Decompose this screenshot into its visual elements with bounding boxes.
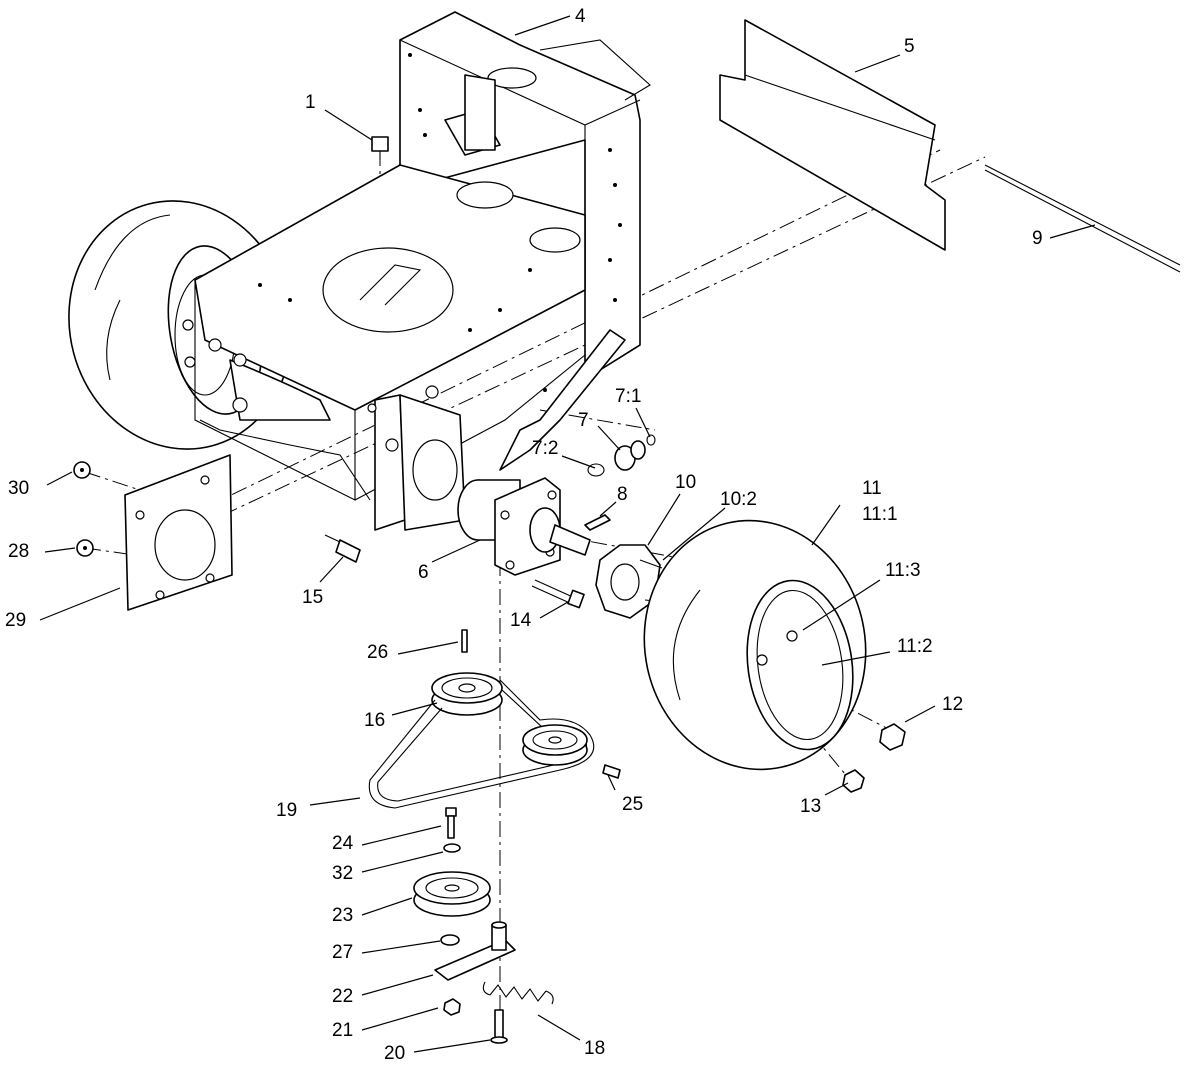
callout-labels: 1 4 5 9 7:1 7 7:2 8 10 10:2 11 11:1 11:3… (5, 6, 1043, 1064)
callout-6: 6 (418, 562, 429, 583)
callout-1: 1 (305, 92, 316, 113)
leader-lines (39, 15, 1096, 1053)
callout-10-2: 10:2 (720, 489, 757, 510)
bolt-part-15 (324, 534, 361, 563)
callout-4: 4 (575, 6, 586, 27)
callout-13: 13 (800, 796, 821, 817)
plate-part-29 (124, 454, 233, 611)
pin-part-26 (461, 629, 468, 653)
callout-10: 10 (675, 472, 696, 493)
callout-9: 9 (1032, 228, 1043, 249)
callout-16: 16 (364, 710, 385, 731)
nut-part-21 (443, 998, 461, 1016)
bolt-part-20 (490, 1009, 508, 1044)
callout-11-3: 11:3 (885, 560, 921, 581)
callout-30: 30 (8, 478, 29, 499)
nut-part-30 (73, 461, 91, 479)
frame-holes (208, 53, 622, 452)
callout-27: 27 (332, 942, 353, 963)
callout-11-2: 11:2 (897, 636, 933, 657)
callout-7: 7 (578, 410, 589, 431)
callout-20: 20 (384, 1043, 405, 1064)
callout-14: 14 (510, 610, 532, 631)
callout-18: 18 (584, 1038, 605, 1059)
callout-23: 23 (332, 905, 353, 926)
hub-part-10 (595, 544, 666, 619)
idler-arm-part-22 (434, 921, 516, 981)
callout-7-2: 7:2 (532, 438, 558, 459)
key-part-8 (584, 514, 611, 531)
callout-28: 28 (8, 541, 29, 562)
pulley-part-16 (431, 672, 503, 716)
callout-19: 19 (276, 800, 297, 821)
callout-11: 11 (862, 478, 882, 499)
callout-26: 26 (367, 642, 388, 663)
callout-32: 32 (332, 863, 353, 884)
callout-29: 29 (5, 610, 26, 631)
callout-8: 8 (617, 484, 628, 505)
callout-21: 21 (332, 1020, 353, 1041)
bolt-part-14 (531, 579, 585, 609)
washer-part-27 (440, 934, 460, 946)
callout-15: 15 (302, 587, 323, 608)
right-wheel-part-11 (643, 519, 867, 771)
callout-25: 25 (622, 794, 643, 815)
callout-22: 22 (332, 986, 353, 1007)
washer-part-32 (443, 843, 461, 853)
nut-part-13 (842, 769, 865, 793)
callout-12: 12 (942, 694, 963, 715)
callout-7-1: 7:1 (615, 386, 641, 407)
shield-part-5 (719, 19, 946, 251)
fitting-part-7 (587, 434, 656, 477)
callout-24: 24 (332, 833, 354, 854)
bolt-part-1 (371, 136, 389, 160)
bolt-part-24 (445, 807, 457, 839)
nut-part-28 (76, 539, 94, 557)
callout-11-1: 11:1 (862, 504, 898, 525)
pulley-part-23 (413, 871, 491, 917)
motor-part-6 (457, 477, 591, 576)
rod-part-9 (984, 164, 1181, 273)
callout-5: 5 (904, 36, 915, 57)
spring-part-18 (482, 981, 554, 1005)
screw-part-25 (602, 764, 621, 779)
idler-pulley (522, 724, 588, 766)
main-frame (194, 11, 651, 531)
nut-part-12 (879, 723, 906, 751)
